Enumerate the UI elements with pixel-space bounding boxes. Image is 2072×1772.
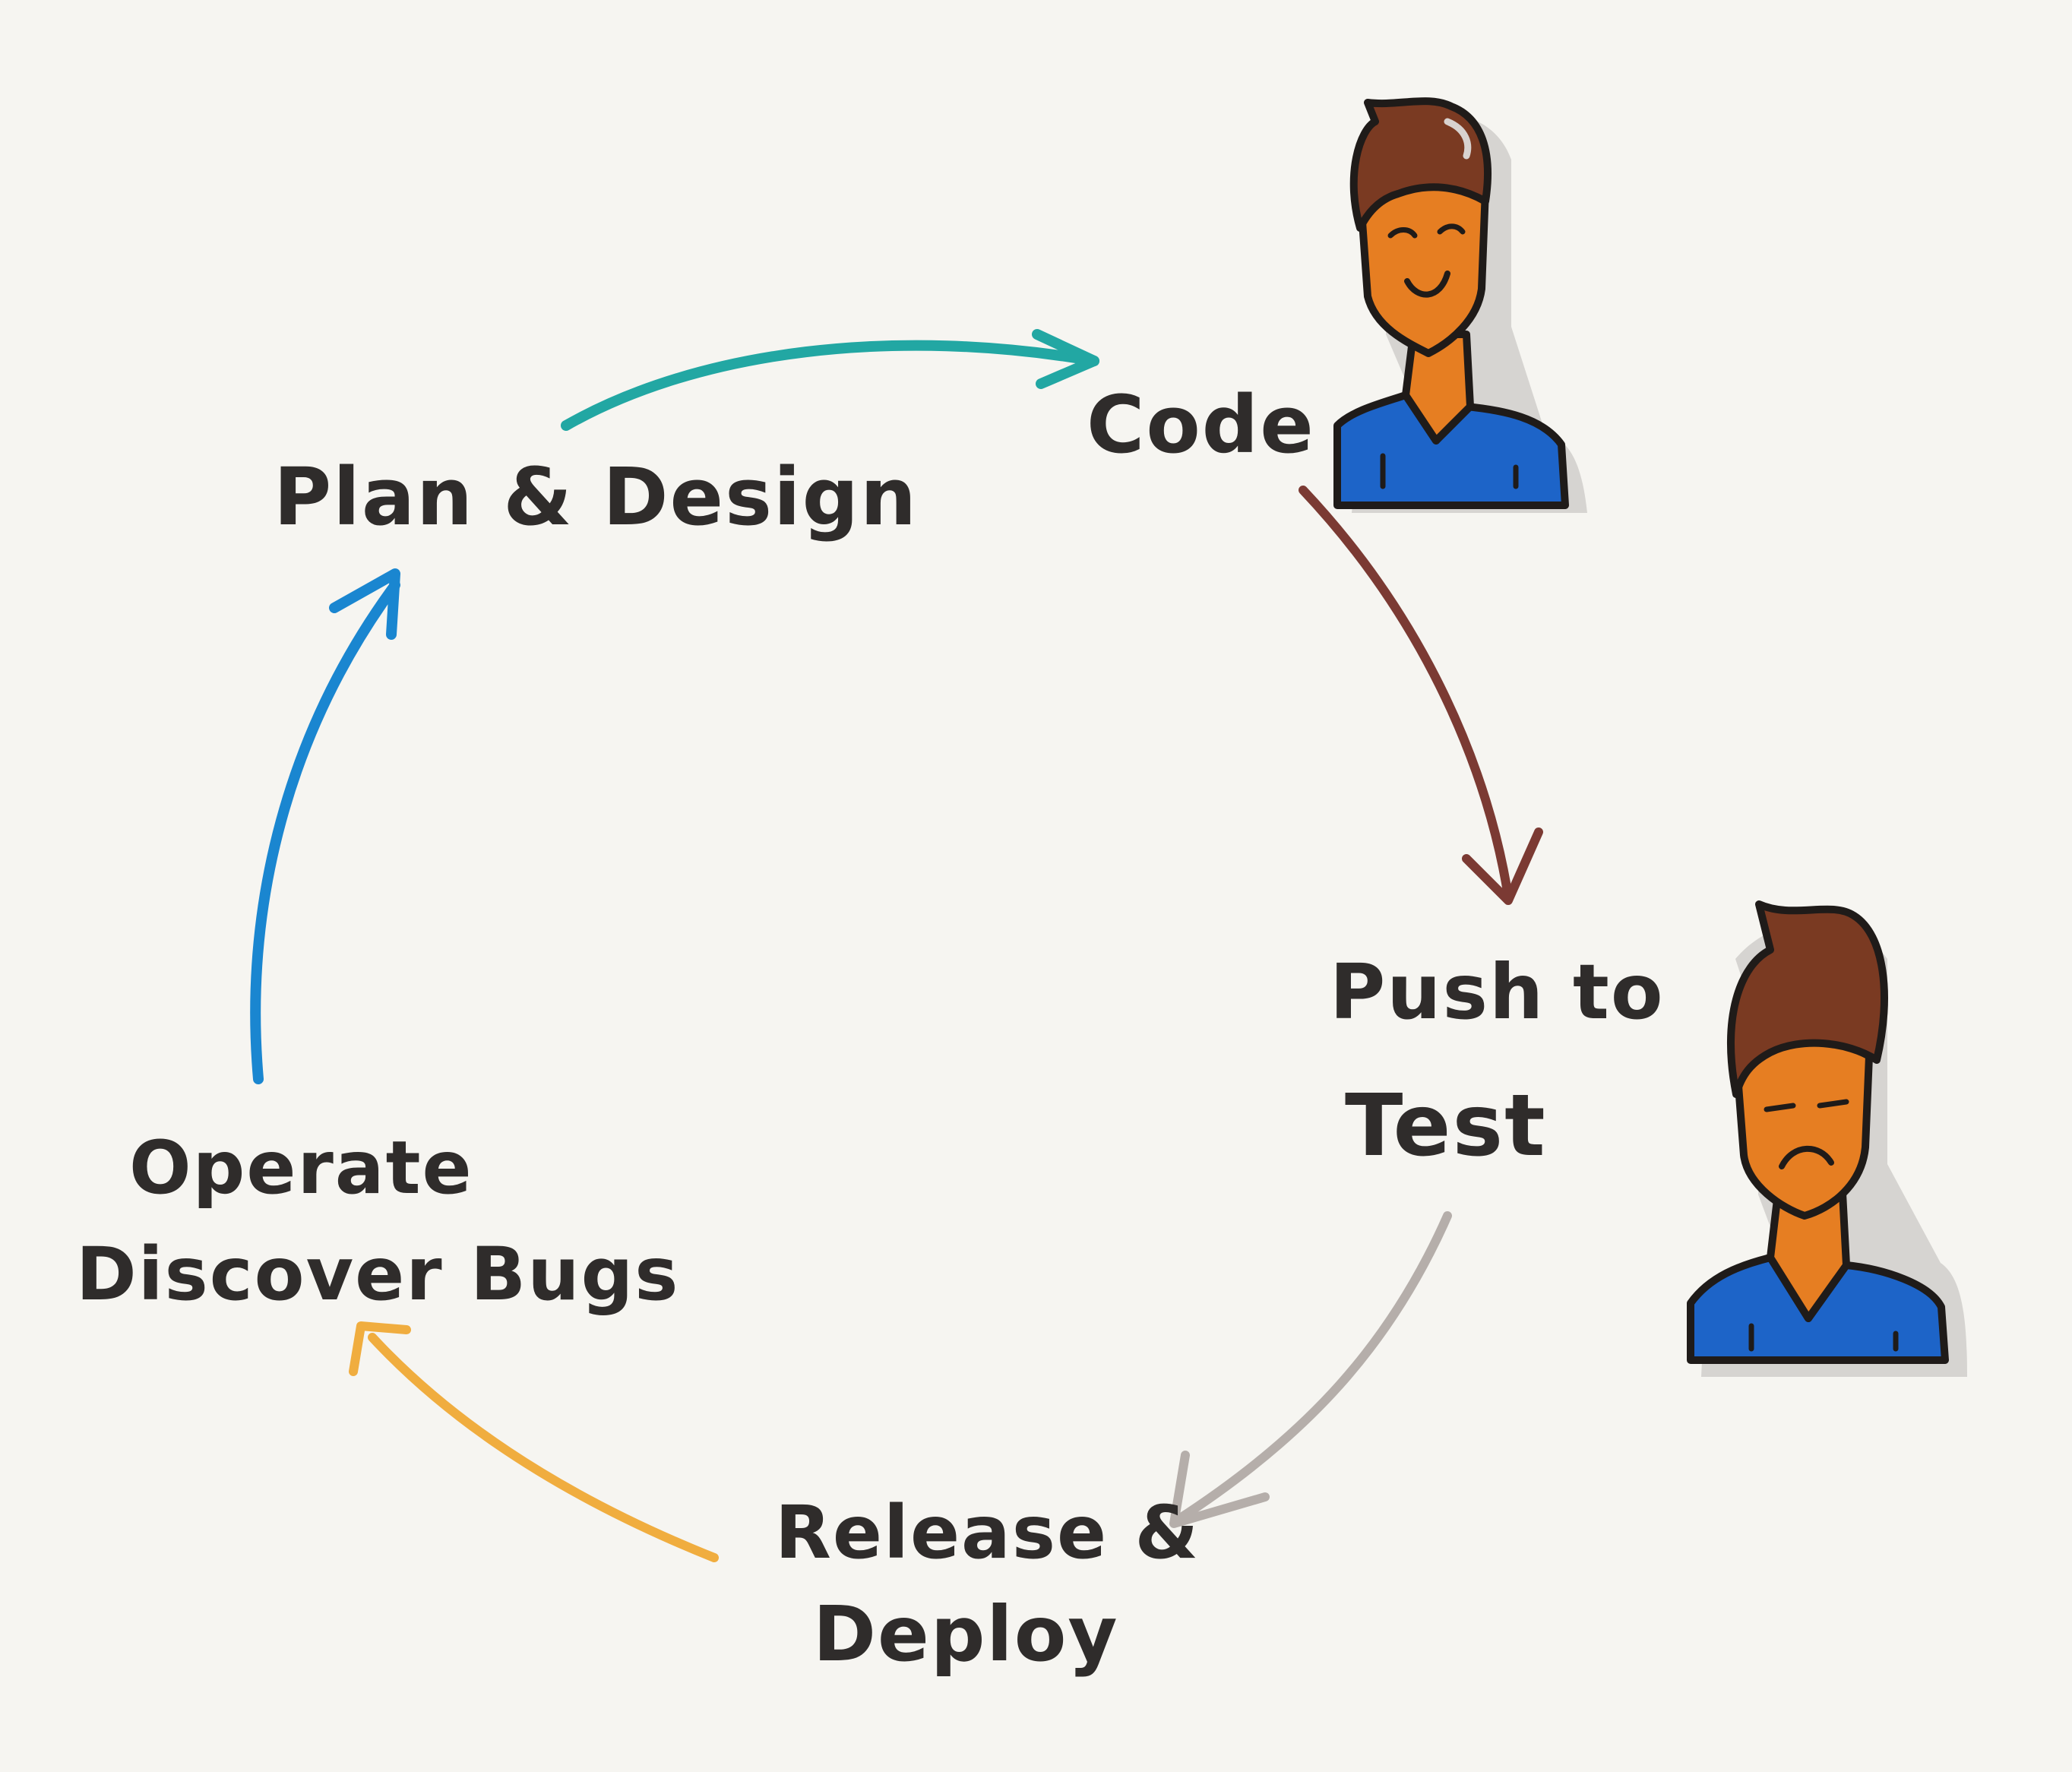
arrow-release-to-operate xyxy=(349,1321,719,1562)
step-plan-label: Plan & Design xyxy=(274,451,918,543)
arrow-push-to-release xyxy=(1169,1211,1452,1528)
step-operate-label: Operate Discover Bugs xyxy=(76,1125,679,1317)
svg-text:Release &: Release & xyxy=(775,1490,1200,1575)
arrow-plan-to-code xyxy=(561,329,1099,431)
hair-shape xyxy=(1349,97,1492,232)
svg-text:Code: Code xyxy=(1087,378,1315,471)
happy-developer-illustration xyxy=(1333,97,1587,514)
svg-text:Push to: Push to xyxy=(1330,948,1665,1036)
arrow-operate-to-plan xyxy=(250,568,400,1084)
arrow-code-to-push xyxy=(1299,486,1543,905)
step-release-label: Release & Deploy xyxy=(775,1490,1200,1679)
svg-text:Deploy: Deploy xyxy=(813,1590,1119,1679)
svg-text:Plan & Design: Plan & Design xyxy=(274,451,918,543)
unhappy-developer-illustration xyxy=(1687,900,1967,1377)
svg-text:Operate: Operate xyxy=(129,1125,473,1210)
svg-text:Discover Bugs: Discover Bugs xyxy=(76,1232,679,1317)
svg-text:Test: Test xyxy=(1345,1077,1547,1176)
step-code-label: Code xyxy=(1087,378,1315,471)
smile-mouth xyxy=(1404,271,1450,298)
frown-mouth xyxy=(1779,1145,1834,1169)
step-push-label: Push to Test xyxy=(1330,948,1665,1176)
